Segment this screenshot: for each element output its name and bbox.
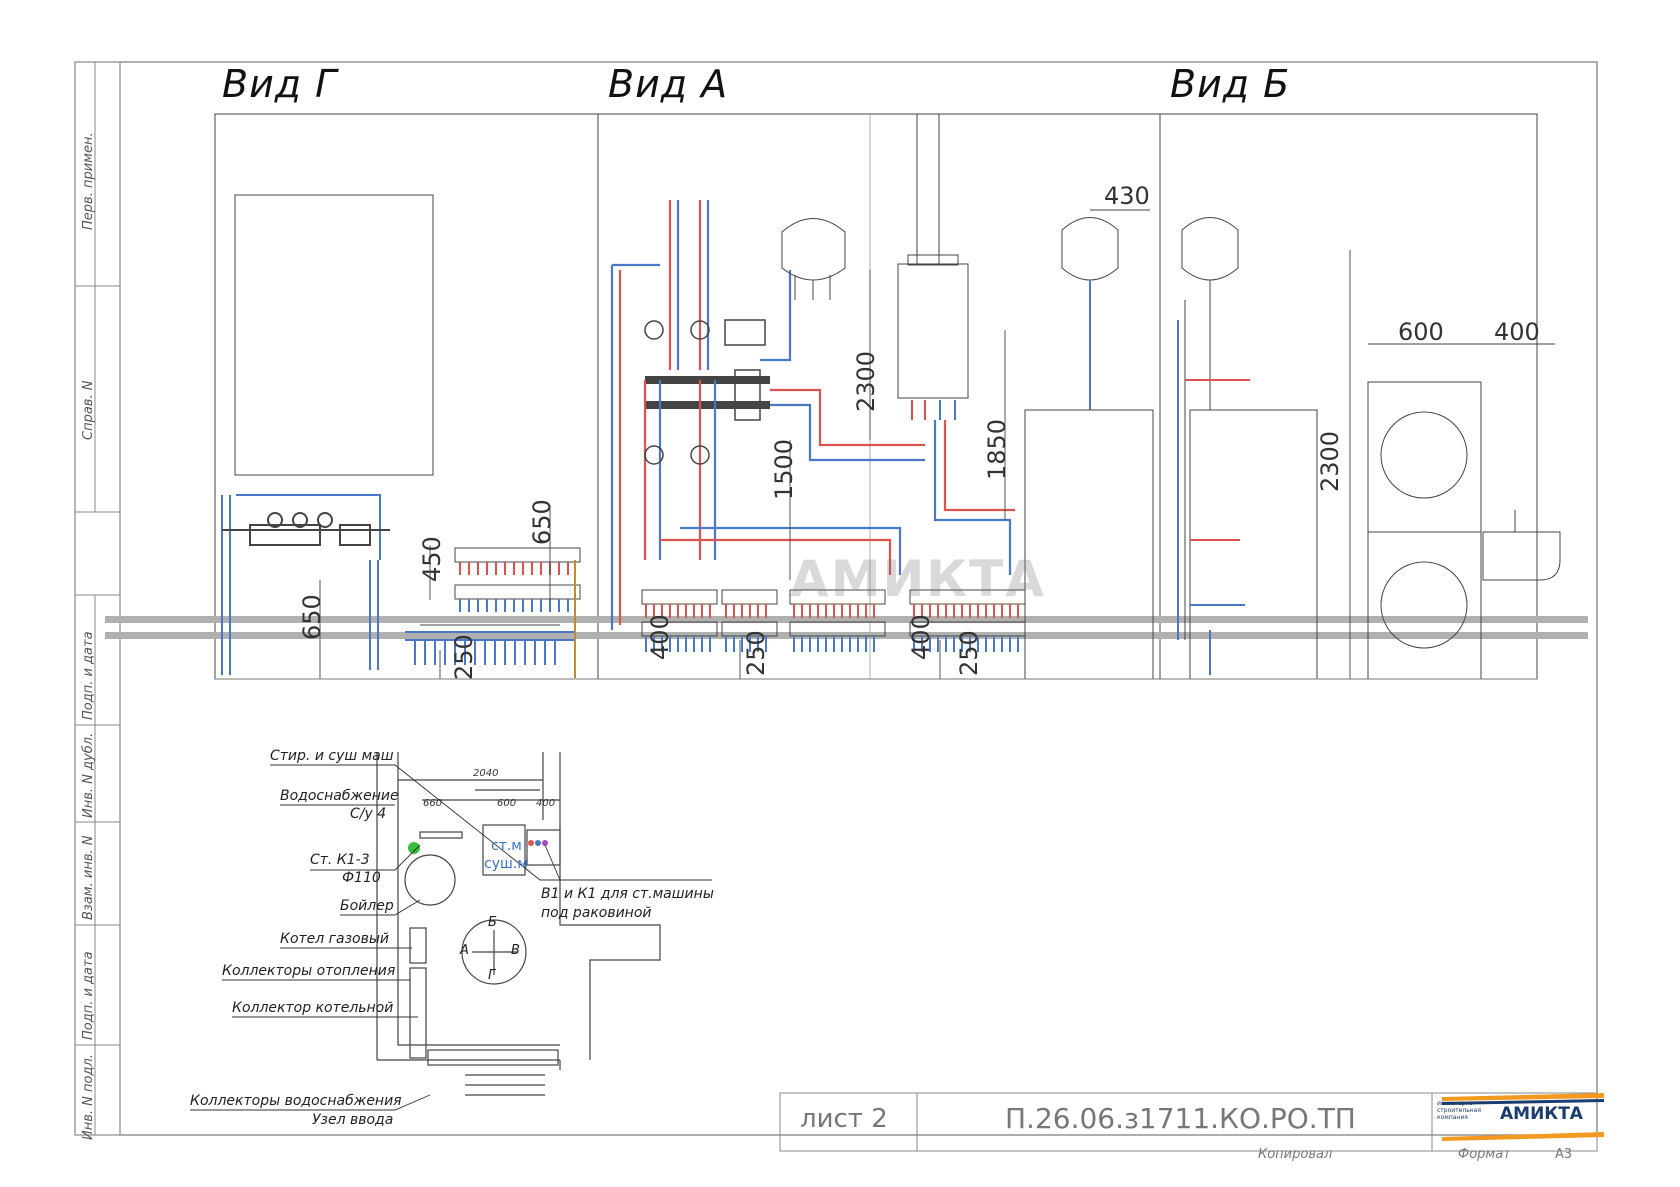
copied-label: Копировал bbox=[1258, 1147, 1333, 1162]
logo-subtitle: инженерно строительная компания bbox=[1437, 1100, 1481, 1121]
legend-diameter: Ф110 bbox=[342, 870, 381, 886]
pumps bbox=[644, 319, 766, 465]
dim-2300-a: 2300 bbox=[852, 350, 880, 412]
dim-650-b: 650 bbox=[528, 499, 556, 545]
document-code: П.26.06.з1711.КО.РО.ТП bbox=[1005, 1102, 1356, 1135]
title-block bbox=[779, 1092, 1598, 1152]
heating-collector-outlets bbox=[645, 604, 1019, 652]
plan-dim-2040: 2040 bbox=[473, 768, 499, 779]
side-label-1: Перв. примен. bbox=[81, 132, 96, 230]
compass-s: Г bbox=[488, 968, 496, 983]
k1-riser-marker bbox=[408, 842, 420, 854]
floor-band-top bbox=[105, 616, 1588, 623]
compass-e: В bbox=[511, 943, 520, 958]
legend-heating-collectors: Коллекторы отопления bbox=[222, 963, 396, 979]
window-panel bbox=[234, 194, 434, 476]
legend-boiler-collector: Коллектор котельной bbox=[232, 1000, 394, 1016]
legend-bathroom: С/у 4 bbox=[350, 806, 387, 822]
gas-boiler bbox=[897, 113, 969, 420]
side-label-7: Инв. N подл. bbox=[81, 1054, 96, 1140]
view-title-b: Вид Б bbox=[1170, 62, 1291, 106]
sheet-number: лист 2 bbox=[800, 1104, 888, 1134]
floor-plan bbox=[376, 752, 661, 1096]
washer-dryer-stack bbox=[1367, 381, 1482, 680]
legend-boiler: Бойлер bbox=[340, 898, 394, 914]
side-label-3: Подп. и дата bbox=[81, 631, 96, 720]
format-value: А3 bbox=[1555, 1147, 1573, 1162]
side-label-2: Справ. N bbox=[81, 380, 96, 440]
water-collector-outlets bbox=[414, 562, 569, 665]
legend-water-supply: Водоснабжение bbox=[280, 788, 399, 804]
supply-marker-2 bbox=[535, 840, 541, 846]
side-label-6: Подп. и дата bbox=[81, 951, 96, 1040]
dim-250-c: 250 bbox=[955, 630, 983, 676]
boiler-room-piping bbox=[610, 200, 1015, 630]
inner-frame bbox=[119, 61, 1598, 1136]
supply-marker-3 bbox=[542, 840, 548, 846]
note-line-1: В1 и К1 для ст.машины bbox=[541, 886, 714, 902]
dim-430: 430 bbox=[1104, 182, 1150, 210]
plan-dim-600: 600 bbox=[497, 798, 517, 809]
compass-w: А bbox=[460, 943, 469, 958]
washer-label-1: ст.м bbox=[491, 838, 522, 854]
side-label-4: Инв. N дубл. bbox=[81, 732, 96, 818]
leader-lines bbox=[190, 764, 712, 1111]
note-line-2: под раковиной bbox=[541, 905, 652, 921]
legend-inlet-node: Узел ввода bbox=[312, 1112, 394, 1128]
boiler-tank-left bbox=[1024, 217, 1154, 680]
view-title-a: Вид А bbox=[608, 62, 729, 106]
dim-1500: 1500 bbox=[770, 438, 798, 500]
legend-washer: Стир. и суш маш bbox=[270, 748, 394, 764]
expansion-tank-a bbox=[781, 218, 846, 300]
side-label-5: Взам. инв. N bbox=[81, 835, 96, 920]
logo-name: АМИКТА bbox=[1500, 1104, 1583, 1124]
dim-650-a: 650 bbox=[298, 594, 326, 640]
washer-label-2: суш.м bbox=[484, 856, 528, 872]
sink bbox=[1482, 510, 1561, 581]
legend-gas-boiler: Котел газовый bbox=[280, 931, 390, 947]
water-collectors bbox=[405, 547, 581, 678]
watermark: АМИКТА bbox=[790, 550, 1046, 608]
dim-250-a: 250 bbox=[450, 634, 478, 680]
dim-1850: 1850 bbox=[983, 418, 1011, 480]
company-logo bbox=[1442, 1093, 1604, 1141]
format-label: Формат bbox=[1458, 1147, 1511, 1162]
plan-dim-660: 660 bbox=[423, 798, 443, 809]
dim-400-b: 400 bbox=[907, 614, 935, 660]
supply-marker-1 bbox=[528, 840, 534, 846]
compass-n: Б bbox=[488, 915, 497, 930]
dim-400-a: 400 bbox=[646, 614, 674, 660]
dim-600: 600 bbox=[1398, 318, 1444, 346]
view-title-g: Вид Г bbox=[222, 62, 338, 106]
dim-2300-b: 2300 bbox=[1316, 430, 1344, 492]
dim-250-b: 250 bbox=[742, 630, 770, 676]
legend-riser: Ст. К1-3 bbox=[310, 852, 370, 868]
legend-water-collectors: Коллекторы водоснабжения bbox=[190, 1093, 402, 1109]
dimension-lines bbox=[215, 209, 1555, 680]
dim-450: 450 bbox=[418, 536, 446, 582]
plan-dim-400: 400 bbox=[536, 798, 556, 809]
dim-400: 400 bbox=[1494, 318, 1540, 346]
water-inlet-node bbox=[221, 494, 390, 675]
boiler-tank-right bbox=[1177, 217, 1318, 680]
